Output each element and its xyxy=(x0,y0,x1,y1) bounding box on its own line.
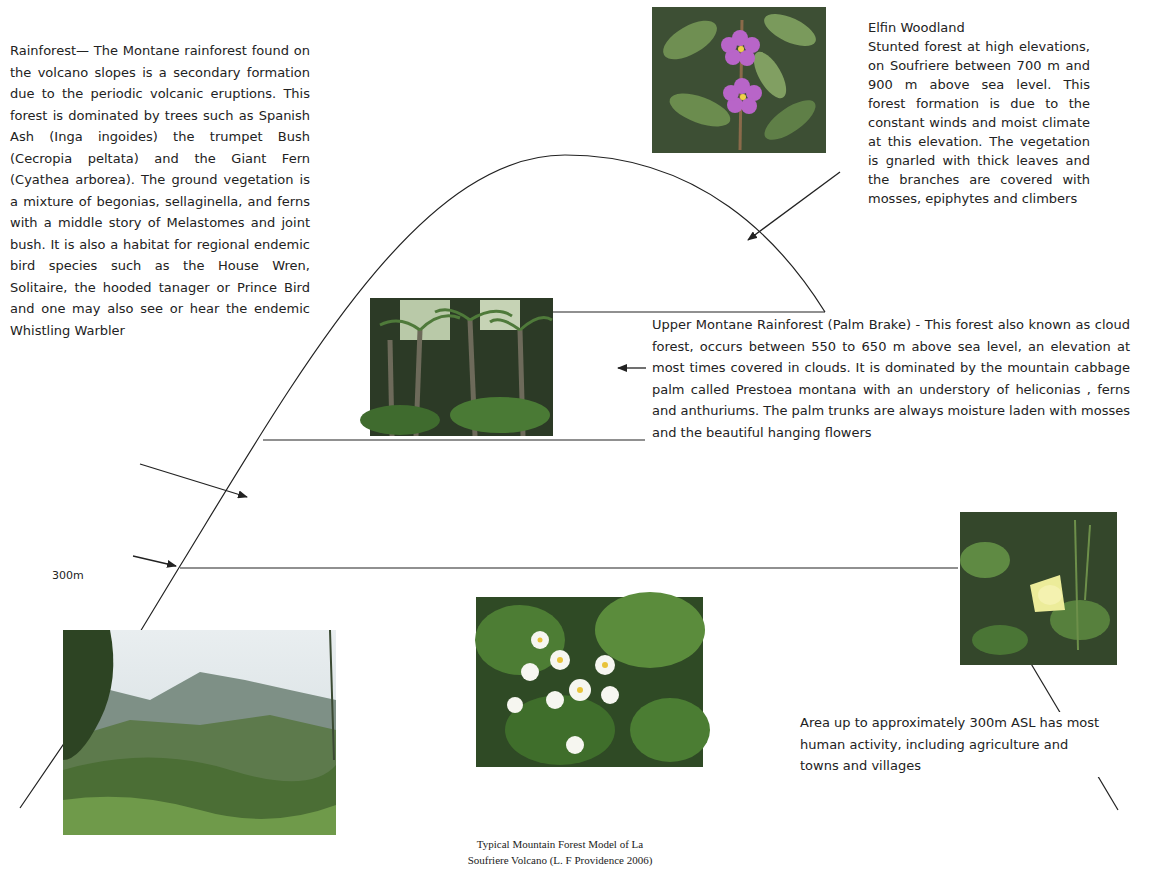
zone-description: Upper Montane Rainforest (Palm Brake) - … xyxy=(652,314,1130,443)
photo-palm-forest xyxy=(490,320,520,330)
photo-yellow-flower xyxy=(1038,585,1062,605)
photo-palm-forest xyxy=(470,311,512,320)
mountain-outline xyxy=(20,155,1118,810)
photo-palm-forest xyxy=(520,318,552,330)
photo-begonia xyxy=(595,592,705,668)
photo-begonia xyxy=(521,663,539,681)
leader-arrow xyxy=(140,464,247,497)
zone-description: Rainforest— The Montane rainforest found… xyxy=(10,40,310,341)
photo-begonia xyxy=(630,698,710,762)
photo-flower xyxy=(723,85,739,101)
photo-begonia xyxy=(475,592,710,767)
photo-begonia xyxy=(577,687,583,693)
photo-landscape xyxy=(63,630,113,760)
photo-palm-forest xyxy=(380,321,420,330)
zone-boundary xyxy=(180,567,958,568)
zone-boundary xyxy=(553,311,825,312)
photo-yellow-flower xyxy=(1075,520,1078,650)
photo-yellow-flower xyxy=(960,512,1117,665)
photo-flower xyxy=(652,7,826,153)
photo-flower xyxy=(760,7,821,52)
photo-flower xyxy=(721,30,762,114)
photo-palm-forest xyxy=(400,300,450,340)
elevation-label: 300m xyxy=(52,569,112,583)
photo-yellow-flower xyxy=(960,512,1117,665)
photo-begonia xyxy=(566,736,584,754)
photo-begonia xyxy=(602,662,608,668)
photo-palm-forest xyxy=(435,310,470,320)
photo-flower xyxy=(739,50,755,66)
photo-palm-forest xyxy=(360,298,553,436)
photo-palm-forest xyxy=(380,310,552,330)
zone-boundary xyxy=(263,439,645,440)
photo-landscape xyxy=(63,797,336,835)
mountain-outline xyxy=(20,155,825,808)
photo-begonia xyxy=(569,679,591,701)
zone-description: Area up to approximately 300m ASL has mo… xyxy=(800,712,1100,777)
photo-palm-forest xyxy=(450,397,550,433)
photo-flower xyxy=(657,13,723,67)
photo-flower xyxy=(759,93,822,147)
photo-palm-forest xyxy=(420,316,460,330)
zone-description: Stunted forest at high elevations, on So… xyxy=(868,37,1090,208)
photo-palm-forest xyxy=(480,300,520,330)
photo-flower xyxy=(652,7,826,153)
photo-yellow-flower xyxy=(972,625,1028,655)
photo-yellow-flower xyxy=(1030,575,1065,612)
leader-arrow xyxy=(133,556,176,566)
photo-landscape xyxy=(63,758,336,836)
photo-begonia xyxy=(595,655,615,675)
photo-landscape xyxy=(63,630,336,835)
photo-flower xyxy=(738,46,744,52)
photo-begonia xyxy=(601,686,619,704)
photo-flower xyxy=(740,94,746,100)
photo-landscape xyxy=(330,630,334,760)
photo-landscape xyxy=(63,630,336,835)
photo-flower xyxy=(721,37,737,53)
photo-yellow-flower xyxy=(960,542,1010,578)
photo-begonia xyxy=(557,657,563,663)
photo-begonia xyxy=(538,638,543,643)
photo-begonia xyxy=(507,697,523,713)
figure-caption: Typical Mountain Forest Model of La Souf… xyxy=(465,836,655,868)
leader-arrow xyxy=(618,367,646,368)
photo-begonia xyxy=(546,691,564,709)
photo-flower xyxy=(741,98,757,114)
photo-begonia xyxy=(550,650,570,670)
leader-arrow xyxy=(748,172,840,240)
photo-begonia xyxy=(531,631,549,649)
photo-yellow-flower xyxy=(1085,525,1090,600)
zone-heading: Elfin Woodland xyxy=(868,18,1090,37)
photo-begonia xyxy=(507,631,619,754)
photo-palm-forest xyxy=(360,405,440,435)
photo-begonia xyxy=(538,638,609,694)
